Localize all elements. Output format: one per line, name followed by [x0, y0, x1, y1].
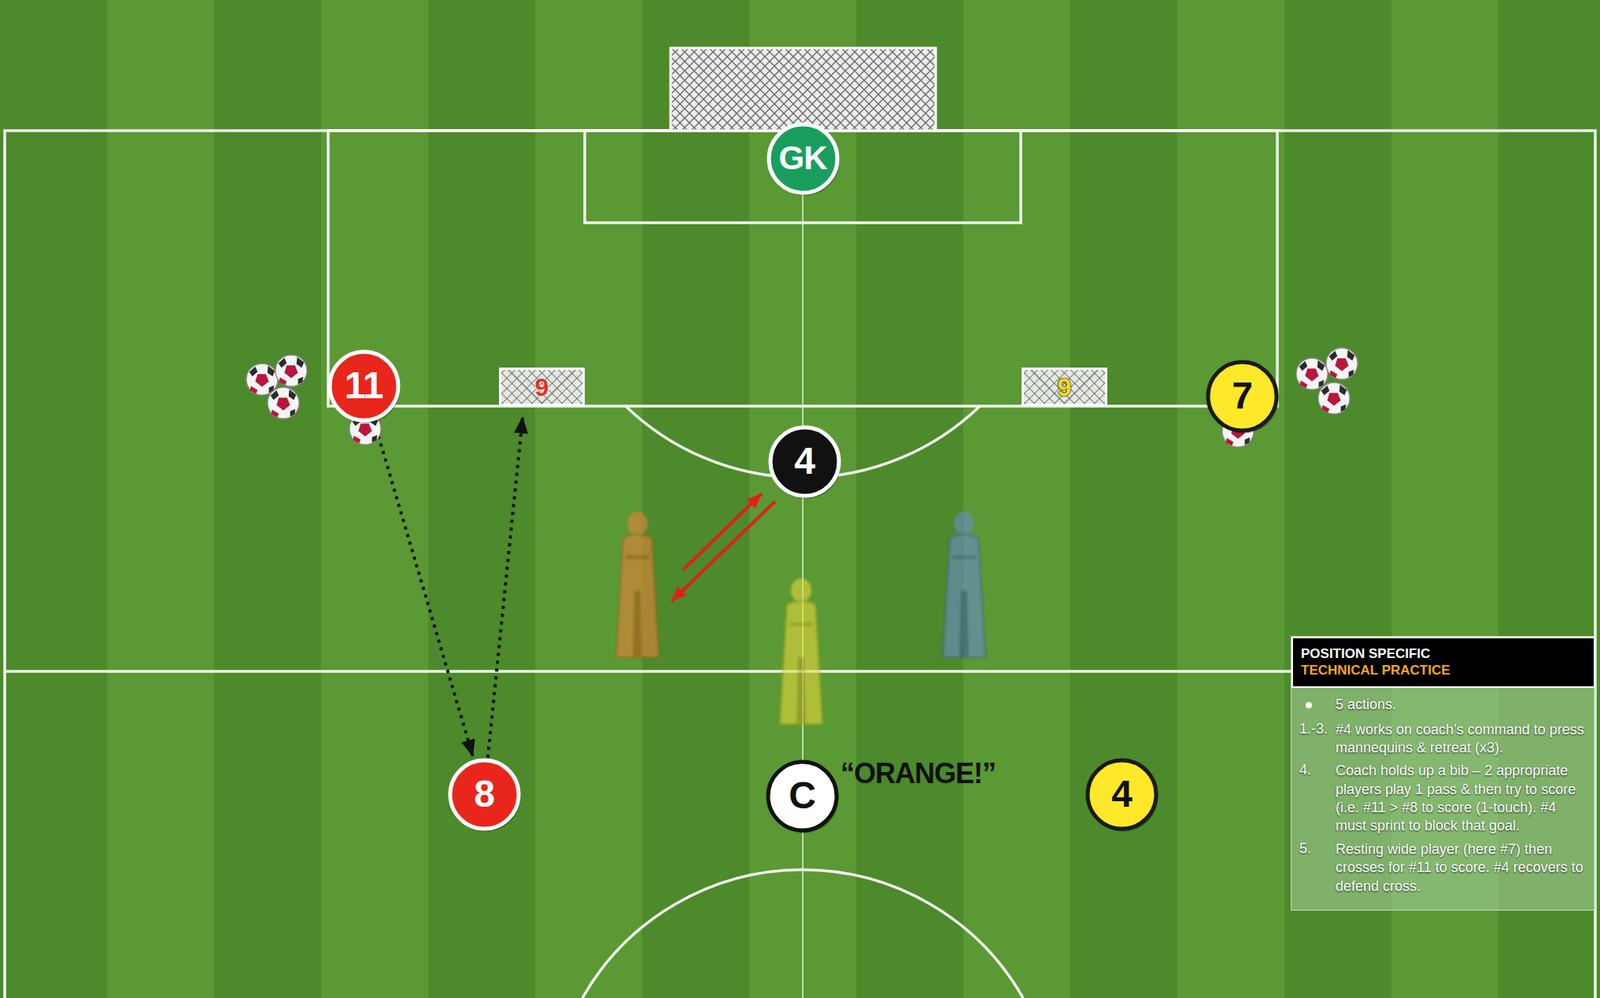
circle-fill: [768, 761, 837, 831]
mannequin-head: [790, 578, 812, 603]
player-label: 4: [1111, 775, 1132, 813]
player-label: GK: [779, 141, 828, 175]
mannequin-body: [616, 534, 659, 658]
player-circle: 7: [1205, 359, 1279, 433]
circle-fill: [1208, 362, 1277, 431]
centre-circle: [582, 869, 1024, 998]
mannequin-body: [779, 601, 823, 725]
ball: [1318, 382, 1350, 414]
ball: [1326, 347, 1358, 380]
pass-arrow: [487, 416, 523, 758]
panel-title: POSITION SPECIFIC: [1300, 645, 1431, 662]
touch-line: [4, 130, 1596, 998]
circle-fill: [1087, 760, 1157, 829]
panel-header: POSITION SPECIFICTECHNICAL PRACTICE: [1291, 636, 1596, 688]
panel-row: 5 actions.: [1299, 695, 1586, 717]
mannequin-band: [952, 554, 976, 560]
row-marker: 4.: [1299, 761, 1336, 779]
coach-circle: C: [765, 759, 839, 833]
step-text: Coach holds up a bib – 2 appropriate pla…: [1335, 761, 1586, 836]
panel-row: 5. Resting wide player (here #7) then cro…: [1299, 840, 1586, 896]
step-text: 5 actions.: [1335, 695, 1586, 714]
mannequin-slit: [959, 590, 969, 658]
ball: [267, 387, 300, 419]
player-label: 7: [1231, 376, 1253, 415]
pass-arrow: [373, 421, 473, 758]
player-label: C: [788, 776, 816, 815]
ball: [349, 413, 381, 445]
ball: [275, 354, 307, 387]
circle-fill: [329, 351, 399, 421]
retreat-arrow: [683, 493, 762, 570]
step-text: Resting wide player (here #7) then cross…: [1335, 840, 1586, 896]
row-marker: 5.: [1299, 840, 1336, 858]
player-label: 4: [794, 442, 815, 481]
goal-number: 9: [535, 374, 550, 400]
goalkeeper-circle: GK: [766, 121, 840, 196]
instruction-panel: POSITION SPECIFICTECHNICAL PRACTICE5 act…: [1290, 635, 1597, 911]
bullet-dot: [1299, 695, 1331, 714]
mannequin-body: [942, 534, 986, 658]
panel-body: 5 actions. 1.-3. #4 works on coach’s comma…: [1291, 687, 1596, 911]
ball: [1296, 358, 1328, 390]
goal-number: 9: [1057, 374, 1072, 400]
circle-fill: [770, 427, 839, 496]
panel-row: 1.-3. #4 works on coach’s command to pres…: [1299, 720, 1586, 758]
player-circle: 11: [327, 349, 401, 423]
defender-circle: 4: [768, 424, 842, 499]
mannequin-band: [789, 621, 813, 627]
mini-goal: 9: [1021, 367, 1108, 407]
pitch-lines: [4, 130, 1596, 998]
mannequin-slit: [796, 657, 806, 725]
step-number: 5.: [1299, 840, 1312, 857]
player-circle: 8: [447, 757, 522, 832]
mannequin-orange: [616, 511, 659, 658]
coach-command: “ORANGE!”: [840, 757, 996, 791]
player-circle: 4: [1085, 757, 1159, 832]
circle-fill: [450, 760, 519, 829]
step-text: #4 works on coach’s command to press man…: [1335, 720, 1586, 758]
bullet-dot: [1305, 702, 1312, 709]
press-arrow: [671, 501, 776, 602]
ball: [1222, 415, 1254, 448]
step-number: 1.-3.: [1299, 720, 1328, 737]
row-marker: 1.-3.: [1299, 720, 1336, 738]
row-marker: [1299, 695, 1336, 717]
press-arrows: [671, 493, 776, 602]
panel-row: 4. Coach holds up a bib – 2 appropriate p…: [1299, 761, 1586, 836]
panel-title: TECHNICAL PRACTICE: [1300, 661, 1451, 679]
mannequin-blue: [942, 511, 986, 658]
mannequin-head: [953, 511, 975, 536]
balls: [246, 347, 1358, 419]
mannequin-slit: [632, 590, 643, 658]
goal-net: [670, 48, 936, 131]
mannequin-band: [625, 554, 650, 560]
mannequin-head: [627, 511, 648, 536]
step-number: 4.: [1299, 761, 1312, 778]
player-label: 8: [473, 775, 495, 813]
centre-guide-line: [801, 130, 804, 998]
mini-goal: 9: [498, 367, 585, 407]
mannequin-yellow: [779, 578, 823, 725]
player-label: 11: [344, 366, 384, 405]
circle-fill: [768, 124, 838, 193]
